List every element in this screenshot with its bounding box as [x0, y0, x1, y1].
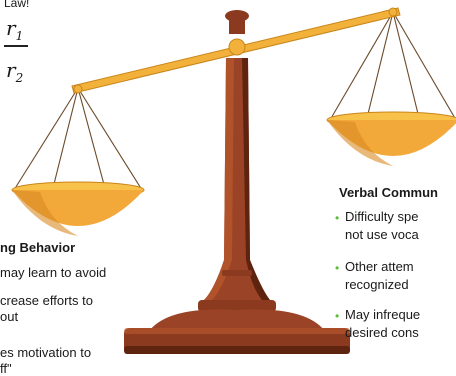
left-panel-line: es motivation to — [0, 345, 92, 360]
right-panel-line: Difficulty spe — [345, 209, 419, 224]
left-panel-line: out — [0, 309, 19, 324]
left-panel-line: crease efforts to — [0, 293, 93, 308]
scale-post — [124, 10, 350, 354]
bullet-icon: • — [335, 309, 340, 323]
right-panel-heading: Verbal Commun — [339, 185, 438, 200]
bullet-icon: • — [335, 261, 340, 275]
fraction-bar — [4, 45, 28, 47]
fraction-numerator: r1 — [6, 16, 24, 43]
right-panel-line: May infreque — [345, 307, 421, 322]
left-pan — [11, 181, 145, 236]
left-pan-strings — [13, 87, 143, 193]
left-panel-line: may learn to avoid — [0, 265, 107, 280]
bullet-icon: • — [335, 211, 340, 225]
right-pan-strings — [329, 11, 456, 123]
right-panel-line: desired cons — [345, 325, 419, 340]
fraction-denominator: r2 — [6, 58, 24, 85]
right-pan — [326, 111, 456, 166]
right-panel-line: recognized — [345, 277, 409, 292]
law-label: Law! — [4, 0, 30, 10]
left-panel-heading: ng Behavior — [0, 240, 76, 255]
right-panel-line: not use voca — [345, 227, 419, 242]
right-panel-line: Other attem — [345, 259, 414, 274]
